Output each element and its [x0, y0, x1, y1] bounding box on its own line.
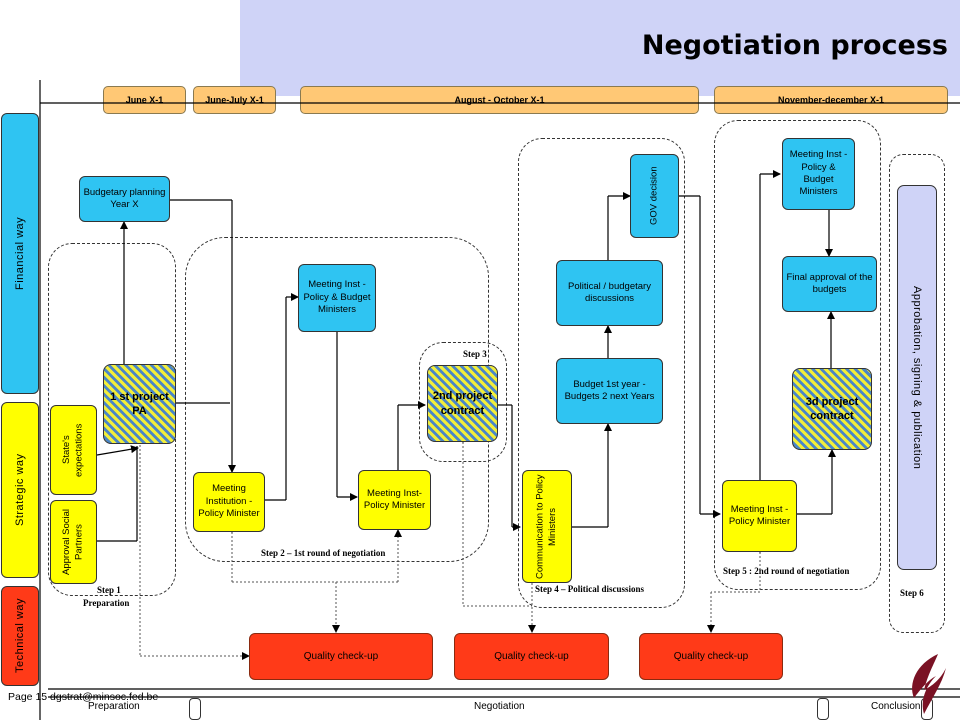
step5-label: Step 5 : 2nd round of negotiation	[723, 566, 850, 576]
ministry-logo	[912, 654, 946, 714]
quality-checkup-1: Quality check-up	[249, 633, 433, 680]
step1-sublabel: Preparation	[83, 598, 130, 608]
budget-first-year-box: Budget 1st year - Budgets 2 next Years	[556, 358, 663, 424]
budgetary-planning-box: Budgetary planning Year X	[79, 176, 170, 222]
page-title: Negotiation process	[641, 30, 948, 61]
political-budgetary-box: Political / budgetary discussions	[556, 260, 663, 326]
header-background	[240, 0, 960, 96]
final-approval-box: Final approval of the budgets	[782, 256, 877, 312]
meeting-inst-policy-budget-box-2: Meeting Inst - Policy & Budget Ministers	[782, 138, 855, 210]
quality-checkup-3: Quality check-up	[639, 633, 783, 680]
phase-marker-2	[817, 698, 829, 720]
step2-label: Step 2 – 1st round of negotiation	[261, 548, 386, 558]
step4-label: Step 4 – Political discussions	[535, 584, 645, 594]
phase-marker-1	[189, 698, 201, 720]
timeline-june-july: June-July X-1	[193, 86, 276, 114]
timeline-august-october: August - October X-1	[300, 86, 699, 114]
step6-group	[889, 154, 945, 633]
states-expectations-box: State's expectations	[50, 405, 97, 495]
second-project-box: 2nd project contract	[427, 365, 498, 442]
approbation-box: Approbation, signing & publication	[897, 185, 937, 570]
phase-conclusion: Conclusion	[871, 701, 921, 712]
third-project-box: 3d project contract	[792, 368, 872, 450]
step5-group	[714, 120, 881, 590]
approval-social-partners-box: Approval Social Partners	[50, 500, 97, 584]
timeline-june: June X-1	[103, 86, 186, 114]
timeline-november-december: November-december X-1	[714, 86, 948, 114]
step1-label: Step 1	[97, 585, 121, 595]
meeting-institution-policy-box: Meeting Institution - Policy Minister	[193, 472, 265, 532]
meeting-inst-policy-box-1: Meeting Inst-Policy Minister	[358, 470, 431, 530]
meeting-inst-policy-budget-box-1: Meeting Inst - Policy & Budget Ministers	[298, 264, 376, 332]
phase-negotiation: Negotiation	[474, 701, 525, 712]
first-project-box: 1 st project PA	[103, 364, 176, 444]
quality-checkup-2: Quality check-up	[454, 633, 609, 680]
communication-policy-box: Communication to Policy Ministers	[522, 470, 572, 583]
page-number: Page 15 dgstrat@minsoc.fed.be	[8, 691, 159, 703]
step3-label: Step 3	[463, 349, 487, 359]
gov-decision-box: GOV decision	[630, 154, 679, 238]
phase-preparation: Preparation	[88, 701, 140, 712]
step4-group	[518, 138, 685, 608]
step6-label: Step 6	[900, 588, 924, 598]
meeting-inst-policy-box-2: Meeting Inst - Policy Minister	[722, 480, 797, 552]
